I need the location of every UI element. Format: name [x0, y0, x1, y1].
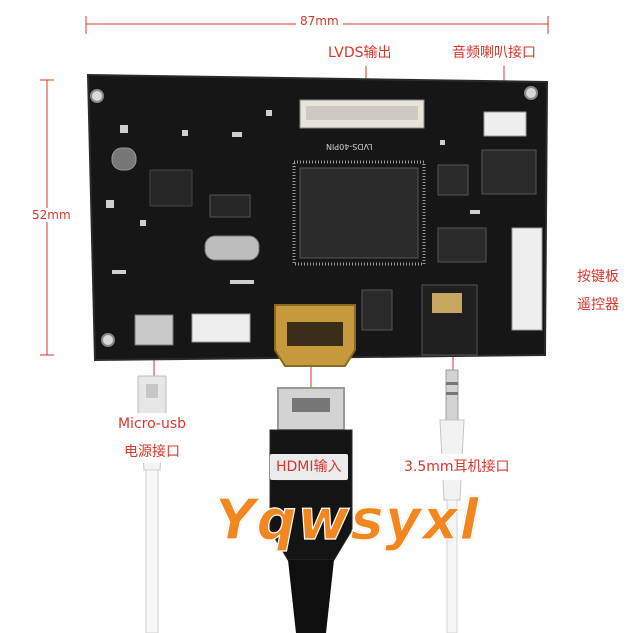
audio-jack-cable	[439, 369, 465, 633]
hdmi-input-label: HDMI输入	[270, 454, 348, 480]
keypad-label: 按键板	[577, 269, 619, 285]
height-label: 52mm	[30, 208, 73, 222]
audio-speaker-interface-label: 音频喇叭接口	[446, 40, 542, 66]
remote-label: 遥控器	[577, 297, 619, 313]
pcb-board	[86, 73, 549, 367]
watermark-logo: Yqwsyxl	[214, 487, 480, 553]
power-interface-label: 电源接口	[124, 444, 180, 460]
micro-usb-label: Micro-usb 电源接口	[104, 413, 200, 463]
audio-jack-label: 3.5mm耳机接口	[398, 454, 516, 480]
board-marking: LVDS-40PIN	[326, 142, 373, 151]
keypad-remote-label: 按键板 遥控器	[566, 266, 630, 316]
width-label: 87mm	[296, 14, 343, 28]
lvds-output-label: LVDS输出	[322, 40, 398, 66]
micro-usb-title: Micro-usb	[117, 416, 187, 432]
